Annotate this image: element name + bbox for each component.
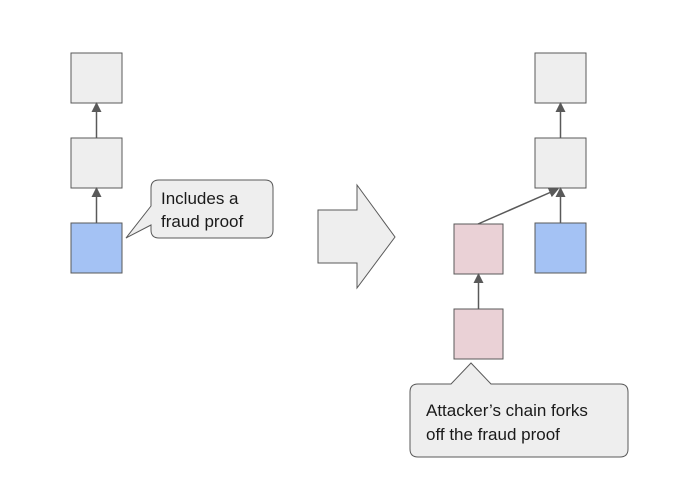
left-block-top [70,52,123,104]
attacker-fork-arrow [477,188,559,225]
right-callout-text-line-1: Attacker’s chain forks [426,401,588,420]
left-chain [70,52,123,274]
right-callout: Attacker’s chain forks off the fraud pro… [409,362,629,458]
attacker-block-upper [453,223,504,275]
left-block-middle [70,137,123,189]
left-block-fraud-proof [70,222,123,274]
right-honest-chain [534,52,587,274]
left-callout-bubble [125,179,274,239]
left-callout-text-line-1: Includes a [161,189,239,208]
right-block-fraud-proof [534,222,587,274]
right-callout-bubble [409,362,629,458]
attacker-block-lower [453,308,504,360]
right-block-top [534,52,587,104]
transition-arrow [317,183,396,290]
left-callout-text-line-2: fraud proof [161,212,243,231]
attacker-chain [453,188,559,360]
right-block-middle [534,137,587,189]
left-callout: Includes a fraud proof [125,179,274,239]
right-callout-text-line-2: off the fraud proof [426,425,560,444]
